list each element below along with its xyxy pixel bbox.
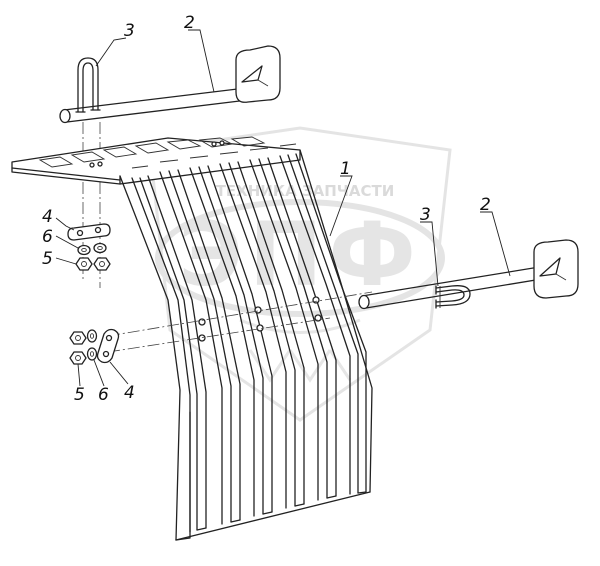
callout-upper-plate: 4: [42, 207, 53, 227]
callout-top-u-bolt: 3: [124, 21, 135, 41]
clamp-plate: [96, 328, 120, 364]
guard-slat: [279, 143, 367, 495]
nut: [93, 257, 111, 271]
mid-holes: [198, 296, 322, 342]
watermark-brand: ТЕХНИКА ЗАПЧАСТИ: [216, 182, 395, 200]
guard-slat: [219, 151, 305, 509]
callout-lower-plate: 4: [124, 383, 135, 403]
washer: [93, 242, 107, 254]
right-u-bolt: [435, 285, 471, 309]
callout-right-u-bolt: 3: [420, 205, 431, 225]
washer: [86, 329, 98, 343]
clamp-plate: [67, 223, 111, 241]
washer: [86, 347, 98, 361]
guard-slat: [131, 165, 207, 533]
nut: [75, 257, 93, 271]
upper-fastener-set: [67, 223, 111, 271]
callout-upper-washer: 6: [42, 227, 53, 247]
nut: [69, 331, 87, 345]
mud-guard-frame: [11, 136, 373, 541]
callout-guard: 1: [340, 159, 351, 179]
callout-right-rod: 2: [480, 195, 491, 215]
lower-fastener-set: [69, 328, 120, 365]
watermark-emblem: ЭПФ: [178, 203, 422, 306]
flange-holes: [89, 140, 225, 168]
callout-top-rod: 2: [184, 13, 195, 33]
callout-upper-nut: 5: [42, 249, 53, 269]
callout-lower-washer: 6: [98, 385, 109, 405]
guard-slat: [249, 147, 337, 501]
guard-slat: [159, 159, 241, 525]
nut: [69, 351, 87, 365]
leader-lines: [55, 29, 511, 387]
top-rod: [59, 45, 281, 124]
top-u-bolt: [75, 57, 101, 113]
callout-labels: 3 2 1 3 2 4 6 5 5 6 4: [42, 13, 491, 405]
guard-slat: [189, 155, 273, 517]
callout-lower-nut: 5: [74, 385, 85, 405]
washer: [77, 244, 91, 256]
